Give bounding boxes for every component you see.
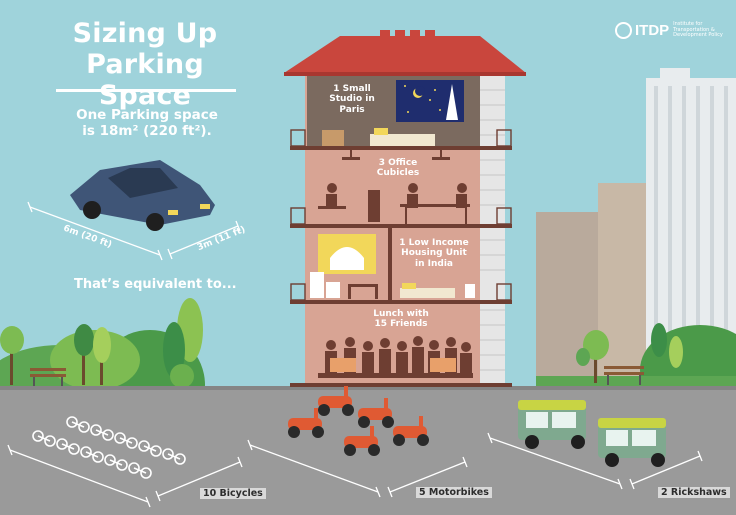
itdp-logo: ITDP Institute for Transportation & Deve… <box>615 22 733 39</box>
bicycle <box>138 440 162 457</box>
motorbike <box>288 408 324 438</box>
logo-name: ITDP <box>635 22 670 39</box>
bicycle <box>162 448 186 465</box>
bicycle <box>66 416 90 433</box>
bicycle <box>128 462 152 479</box>
globe-icon <box>615 22 632 39</box>
india-unit-label-line-1: 1 Low Income <box>399 238 469 248</box>
roof <box>284 36 526 73</box>
bicycle <box>32 430 56 447</box>
bicycle <box>80 446 104 463</box>
tree <box>93 327 111 363</box>
office-workers <box>318 183 470 224</box>
tree <box>669 336 683 368</box>
subtitle-line-1: One Parking space <box>76 107 218 123</box>
rickshaws-label: 2 Rickshaws <box>658 487 730 498</box>
bicycle-dimension-lines <box>7 444 243 508</box>
logo-tagline: Institute for Transportation & Developme… <box>673 21 723 39</box>
india-unit-label: 1 Low Income Housing Unit in India <box>394 238 474 269</box>
lunch-label-line-2: 15 Friends <box>374 319 428 330</box>
equivalent-text: That’s equivalent to... <box>74 277 237 292</box>
motorbikes-label: 5 Motorbikes <box>416 487 492 498</box>
bicycle <box>114 432 138 449</box>
motorbike <box>344 426 380 456</box>
page-title: Sizing Up Parking Space <box>40 18 250 111</box>
tree <box>74 324 94 356</box>
tree <box>0 326 24 354</box>
lunch-label-line-1: Lunch with <box>373 309 429 319</box>
bed <box>400 288 455 298</box>
tree <box>163 322 185 378</box>
eiffel-tower-icon <box>446 84 458 120</box>
rickshaw <box>518 400 586 449</box>
lunch-label: Lunch with 15 Friends <box>356 309 446 330</box>
studio-label-line-1: 1 Small <box>333 84 371 94</box>
bicycles <box>32 416 186 479</box>
subtitle-line-2: is 18m² (220 ft²). <box>82 122 212 139</box>
bicycle <box>56 438 80 455</box>
studio-label: 1 Small Studio in Paris <box>322 84 382 115</box>
studio-label-line-2: Studio in <box>329 94 375 105</box>
subtitle: One Parking space is 18m² (220 ft²). <box>62 107 232 139</box>
motorbike <box>393 416 429 446</box>
fridge <box>310 272 324 298</box>
bicycles-label: 10 Bicycles <box>200 488 266 499</box>
rickshaw-dimension-lines <box>487 432 703 490</box>
motorbike <box>358 398 394 428</box>
car-dimension-lines <box>27 201 241 261</box>
desk <box>322 130 344 146</box>
title-line-2: Parking Space <box>86 49 204 112</box>
studio-label-line-3: Paris <box>339 104 365 115</box>
bench <box>30 368 66 371</box>
car <box>70 160 215 231</box>
office-label: 3 Office Cubicles <box>363 158 433 179</box>
india-unit-label-line-2: Housing Unit <box>401 248 467 259</box>
title-line-1: Sizing Up <box>72 18 218 49</box>
bed <box>370 134 435 146</box>
office-label-line-1: 3 Office <box>378 158 418 168</box>
office-label-line-2: Cubicles <box>376 168 420 179</box>
india-unit-label-line-3: in India <box>415 258 453 269</box>
bicycle <box>90 424 114 441</box>
tree <box>576 348 590 366</box>
tree <box>651 323 667 357</box>
tree <box>583 330 609 360</box>
motorbike-dimension-lines <box>247 439 468 498</box>
motorbikes <box>288 386 429 456</box>
building-side <box>480 76 505 386</box>
rickshaw <box>598 418 666 467</box>
bicycle <box>104 454 128 471</box>
background-building <box>536 212 602 387</box>
motorbike <box>318 386 354 416</box>
bench <box>604 366 644 369</box>
hill <box>50 330 140 390</box>
